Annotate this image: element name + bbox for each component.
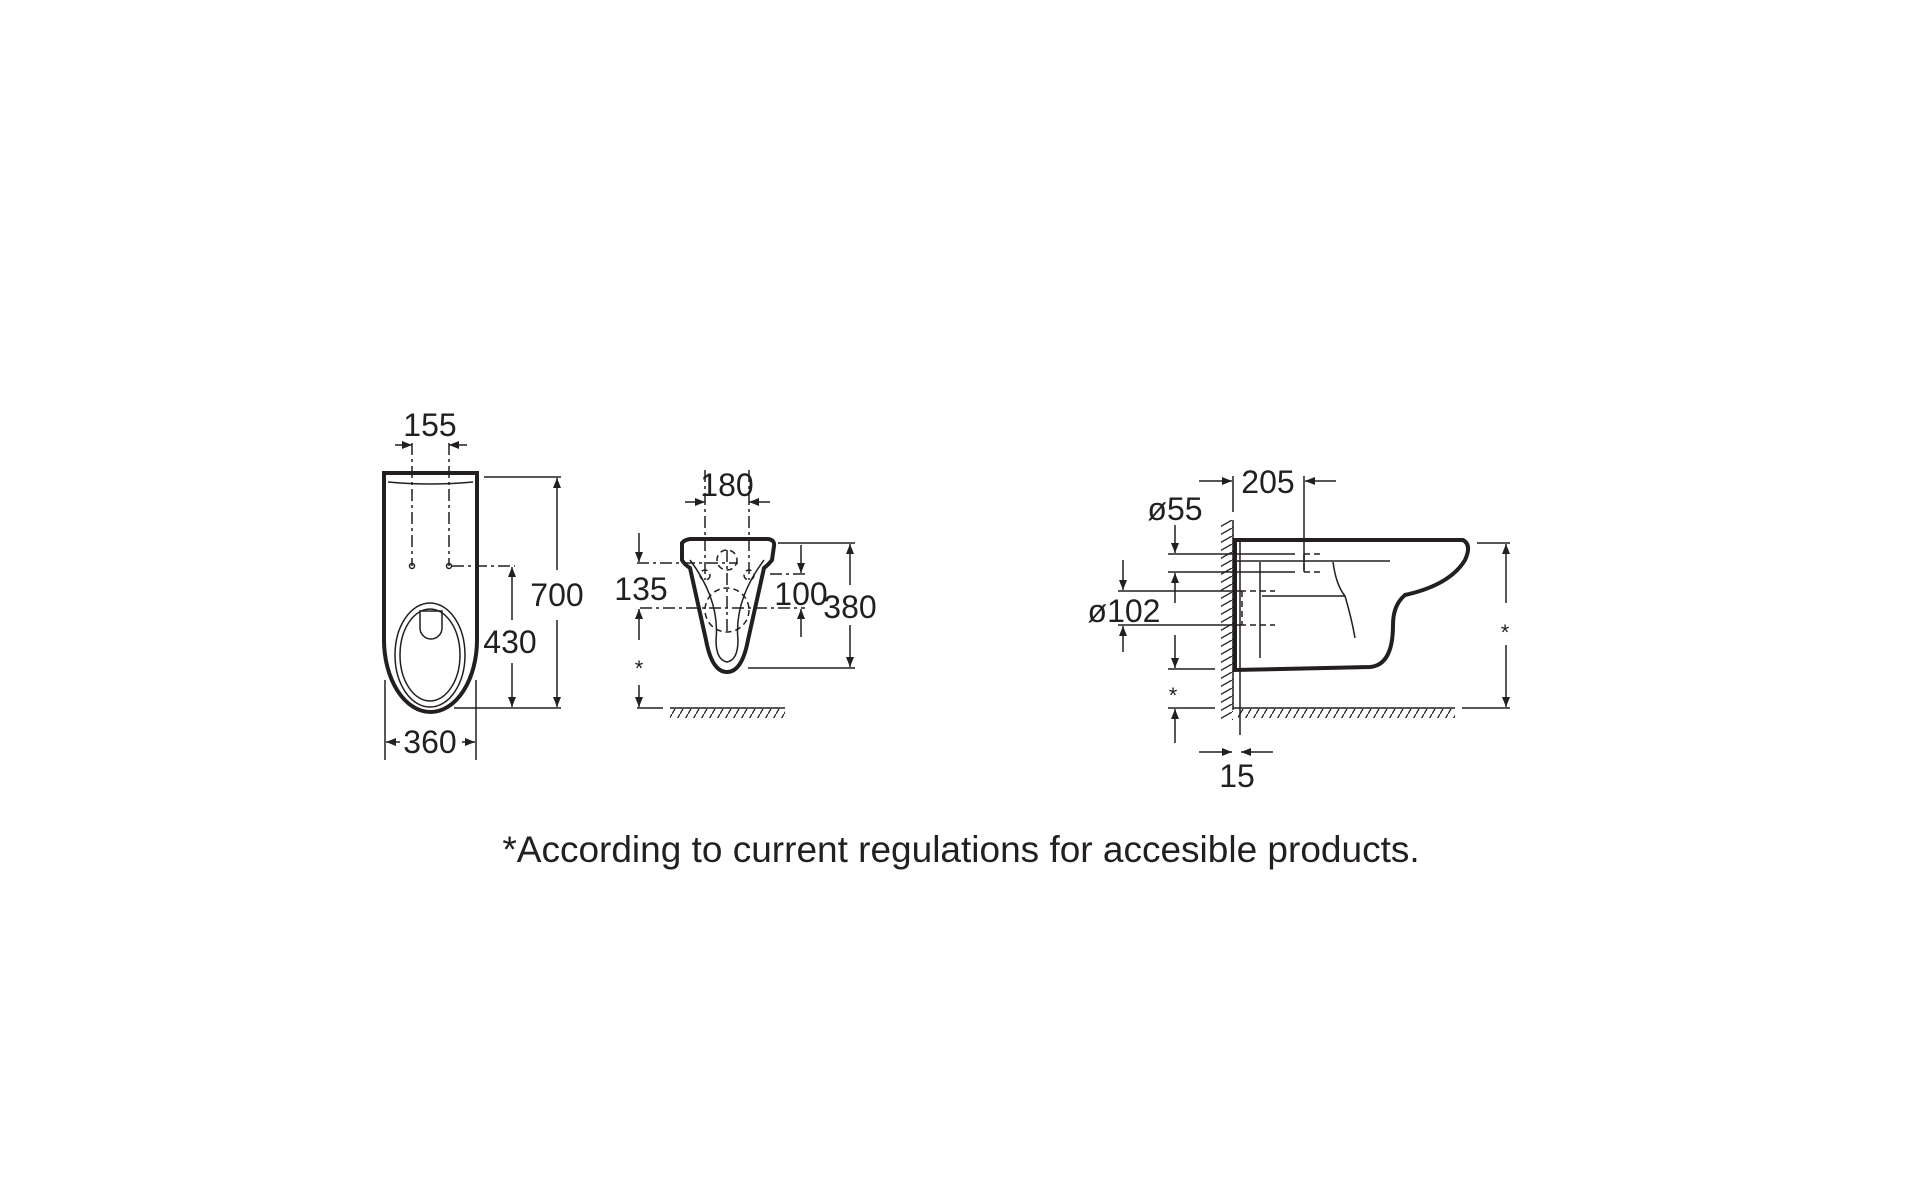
- dim-700: 700: [530, 577, 583, 613]
- front-view: 155 700 430 360: [382, 407, 584, 760]
- floor-height-asterisk: *: [635, 656, 644, 681]
- dim-135: 135: [614, 571, 667, 607]
- floor-height-asterisk-left: *: [1169, 683, 1178, 708]
- seat-opening: [394, 602, 466, 708]
- toilet-side-outline: [1233, 538, 1470, 673]
- dim-380: 380: [823, 589, 876, 625]
- dim-180: 180: [700, 467, 753, 503]
- toilet-front-outline: [382, 471, 479, 714]
- rear-view: 180 135 * 100 380: [614, 467, 877, 718]
- dim-100: 100: [774, 576, 827, 612]
- dim-15: 15: [1219, 758, 1255, 794]
- floor-hatch: [670, 709, 785, 718]
- dim-diameter-102: ø102: [1088, 593, 1161, 629]
- dim-205: 205: [1241, 464, 1294, 500]
- toilet-rear-outline: [680, 537, 777, 675]
- dim-360: 360: [403, 724, 456, 760]
- dim-430: 430: [483, 624, 536, 660]
- dim-155: 155: [403, 407, 456, 443]
- footnote: *According to current regulations for ac…: [502, 829, 1419, 870]
- dim-diameter-55: ø55: [1147, 491, 1202, 527]
- wall-hatch: [1221, 520, 1233, 720]
- floor-height-asterisk-right: *: [1501, 620, 1510, 645]
- side-view: 205 ø55 ø102 * 15 *: [1088, 464, 1510, 794]
